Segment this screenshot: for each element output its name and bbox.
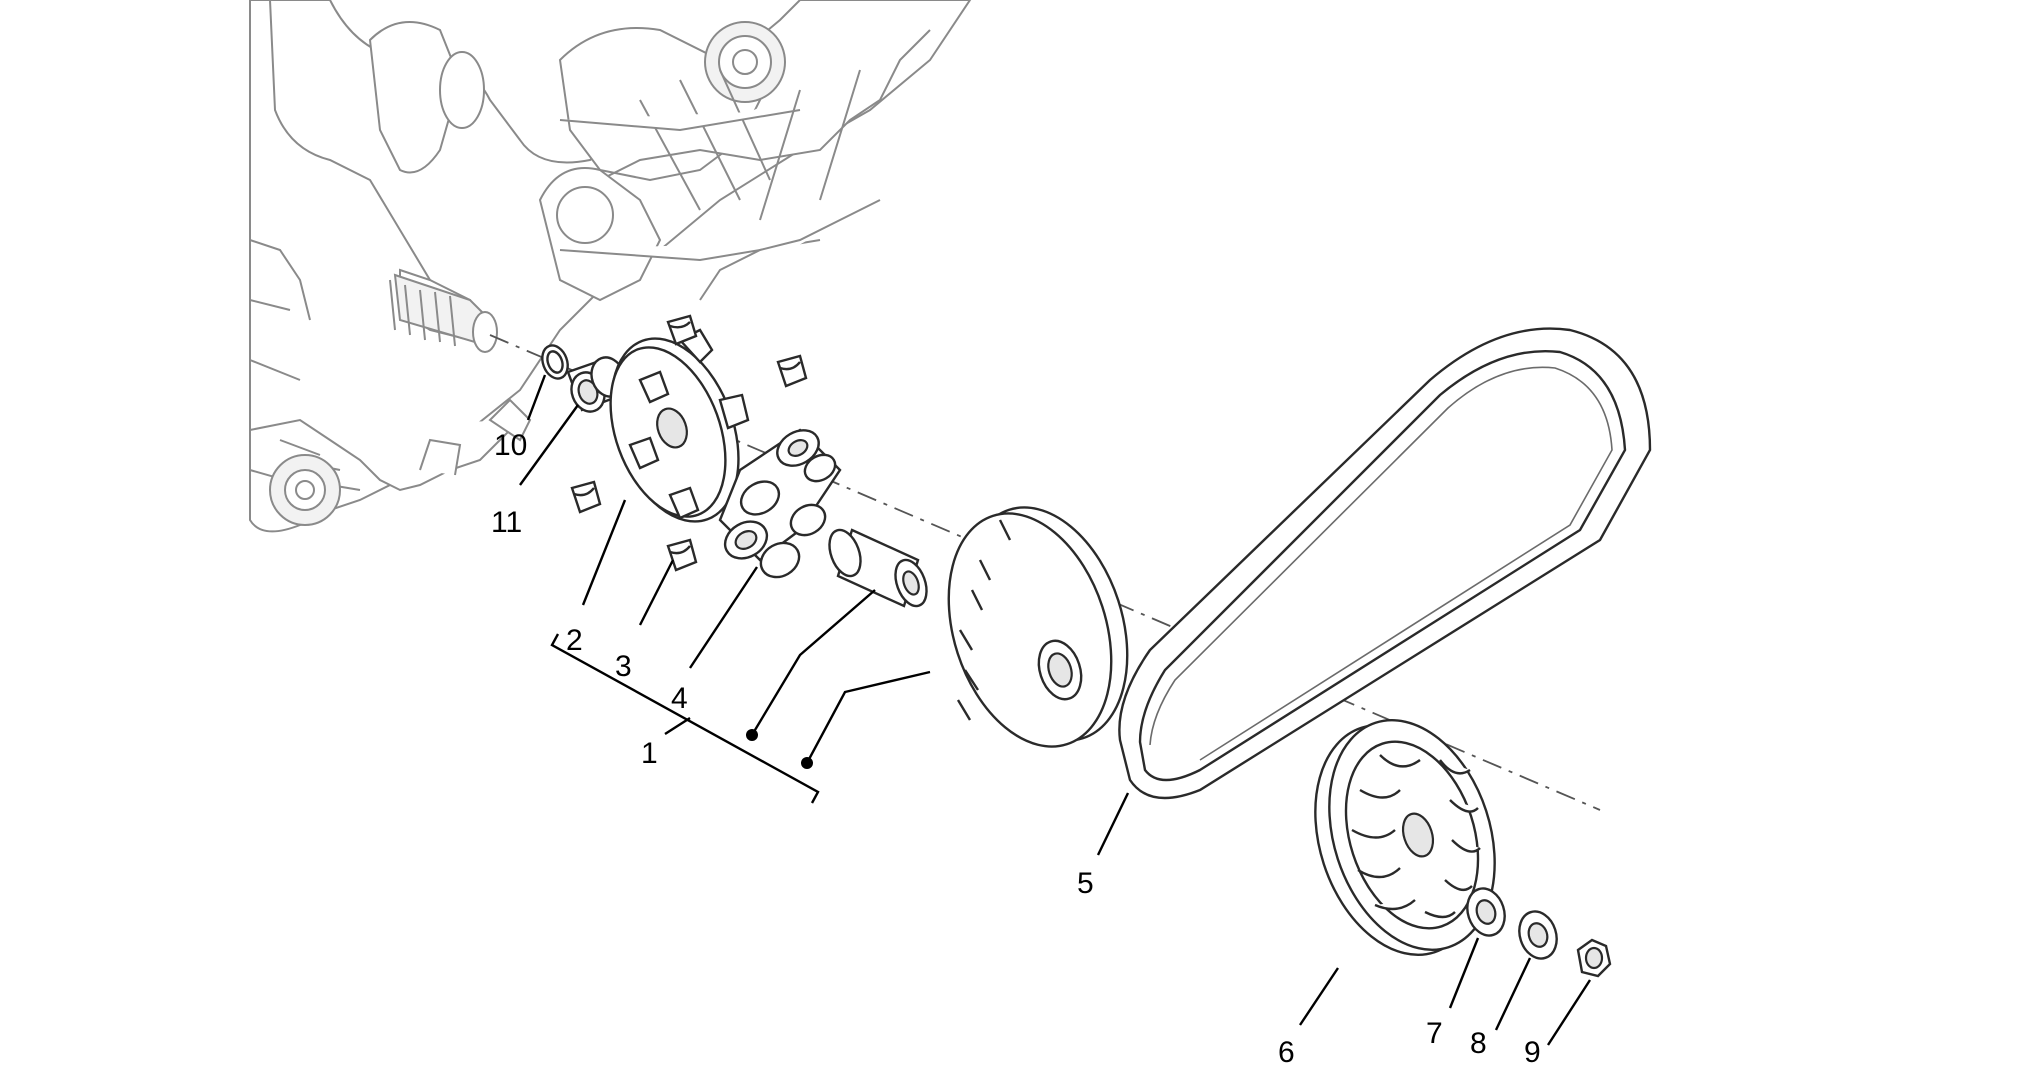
callout-2: 2 [566, 624, 583, 657]
leader-6 [1299, 967, 1339, 1026]
leader-3 [638, 559, 675, 626]
part-4-roller-weights [718, 428, 842, 579]
callout-8: 8 [1470, 1027, 1487, 1060]
leader-dot-sleeve [746, 729, 758, 741]
part-3-sliders [570, 314, 808, 572]
part-6-fan-pulley [1314, 719, 1496, 956]
callout-11: 11 [491, 506, 522, 539]
leader-2 [581, 499, 627, 606]
part-10-ring [541, 344, 569, 380]
leader-dot-pulley [801, 757, 813, 769]
part-7-washer [1466, 887, 1506, 937]
leader-5 [1096, 792, 1130, 856]
part-8-washer [1518, 910, 1558, 960]
engine-crankcase [249, 0, 972, 533]
leader-9 [1546, 979, 1592, 1046]
callout-7: 7 [1426, 1017, 1443, 1050]
leader-8 [1494, 957, 1532, 1031]
leader-1 [664, 716, 691, 736]
leader-7 [1448, 937, 1480, 1009]
callout-9: 9 [1524, 1036, 1541, 1067]
part-9-nut [1576, 938, 1612, 978]
callout-6: 6 [1278, 1036, 1295, 1067]
callout-labels: 10 11 2 3 4 1 5 6 7 8 9 [491, 429, 1541, 1067]
callout-3: 3 [615, 650, 632, 683]
leader-10 [526, 374, 547, 421]
callout-4: 4 [671, 682, 688, 715]
leader-pulley [805, 670, 931, 764]
leader-4 [689, 566, 758, 669]
callout-10: 10 [494, 429, 527, 462]
part-5-drive-belt [1118, 327, 1652, 800]
leader-11 [519, 404, 579, 486]
bracket-1 [550, 633, 820, 804]
moveable-pulley-half [947, 506, 1129, 748]
leader-lines [519, 374, 1592, 1046]
part-2-ramp-plate [609, 328, 750, 523]
callout-1: 1 [641, 737, 658, 770]
leader-sleeve [750, 589, 876, 736]
variator-sleeve [828, 528, 928, 608]
callout-5: 5 [1077, 867, 1094, 900]
